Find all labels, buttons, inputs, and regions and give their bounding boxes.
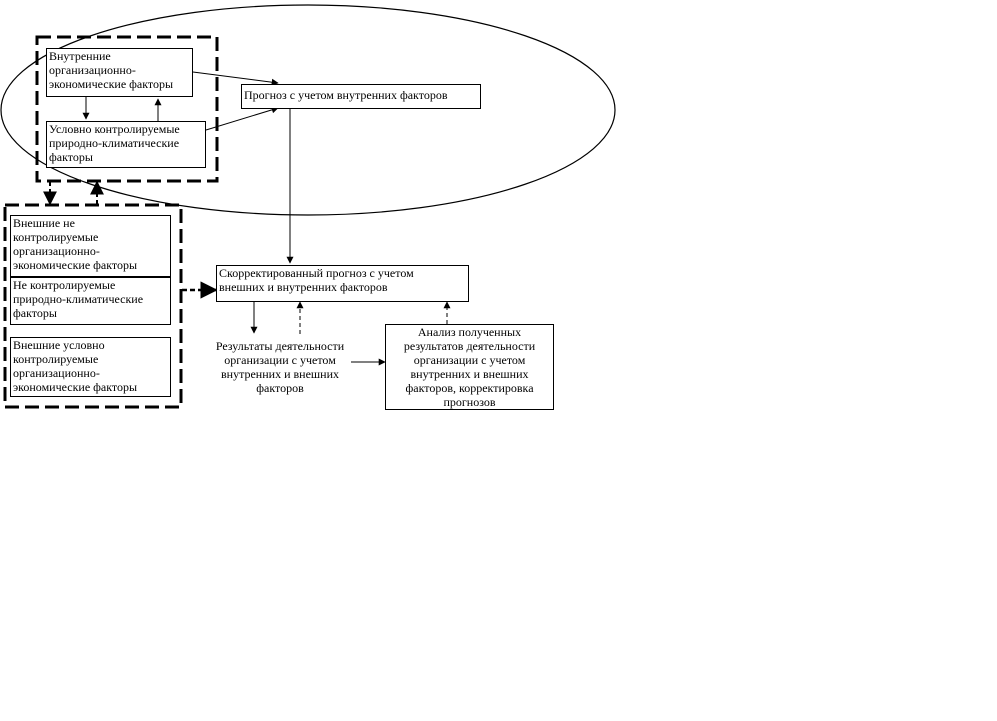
external-uncontrolled-org-econ-box: Внешние не контролируемые организационно…: [10, 215, 171, 277]
corrected-forecast-box: Скорректированный прогноз с учетом внешн…: [216, 265, 469, 302]
external-factors-dashed-group: [3, 203, 183, 409]
external-conditionally-controlled-org-econ-box: Внешние условно контролируемые организац…: [10, 337, 171, 397]
internal-scope-ellipse: [0, 4, 616, 216]
analysis-box: Анализ полученных результатов деятельнос…: [385, 324, 554, 410]
arrow-conditional-to-forecast: [205, 106, 279, 131]
internal-org-econ-factors-box: Внутренние организационно- экономические…: [46, 48, 193, 97]
internal-factors-dashed-group: [35, 35, 219, 183]
conditionally-controlled-natural-factors-box: Условно контролируемые природно-климатич…: [46, 121, 206, 168]
arrow-internal-to-forecast: [192, 71, 279, 86]
forecast-internal-box: Прогноз с учетом внутренних факторов: [241, 84, 481, 109]
uncontrolled-natural-factors-box: Не контролируемые природно-климатические…: [10, 277, 171, 325]
results-text: Результаты деятельности организации с уч…: [215, 339, 345, 395]
